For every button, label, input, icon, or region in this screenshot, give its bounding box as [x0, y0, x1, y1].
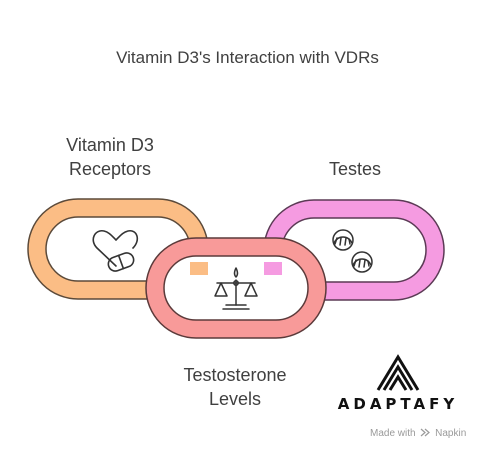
balance-scale-icon — [214, 267, 258, 310]
label-testosterone-levels: Testosterone Levels — [155, 363, 315, 411]
diagram-title: Vitamin D3's Interaction with VDRs — [116, 48, 379, 67]
chain-overlap-left — [190, 262, 208, 275]
napkin-icon — [420, 428, 431, 437]
label-testosterone-levels-line2: Levels — [208, 389, 262, 409]
chain-overlap-right — [264, 262, 282, 275]
label-vitamin-d3-receptors-line1: Vitamin D3 — [66, 135, 154, 155]
made-with-brand: Napkin — [435, 428, 467, 439]
made-with-prefix: Made with — [370, 428, 416, 439]
adaptafy-logo-text: ADAPTAFY — [337, 395, 459, 413]
adaptafy-logo: ADAPTAFY — [330, 352, 466, 416]
label-testosterone-levels-line1: Testosterone — [183, 365, 287, 385]
made-with-credit: Made with Napkin — [370, 428, 490, 439]
label-vitamin-d3-receptors-line2: Receptors — [68, 159, 152, 179]
chevron-stack-icon — [376, 354, 420, 391]
heart-pill-icon — [92, 230, 139, 272]
label-vitamin-d3-receptors: Vitamin D3 Receptors — [40, 133, 180, 181]
label-testes: Testes — [328, 159, 382, 179]
cells-icon — [332, 229, 373, 273]
